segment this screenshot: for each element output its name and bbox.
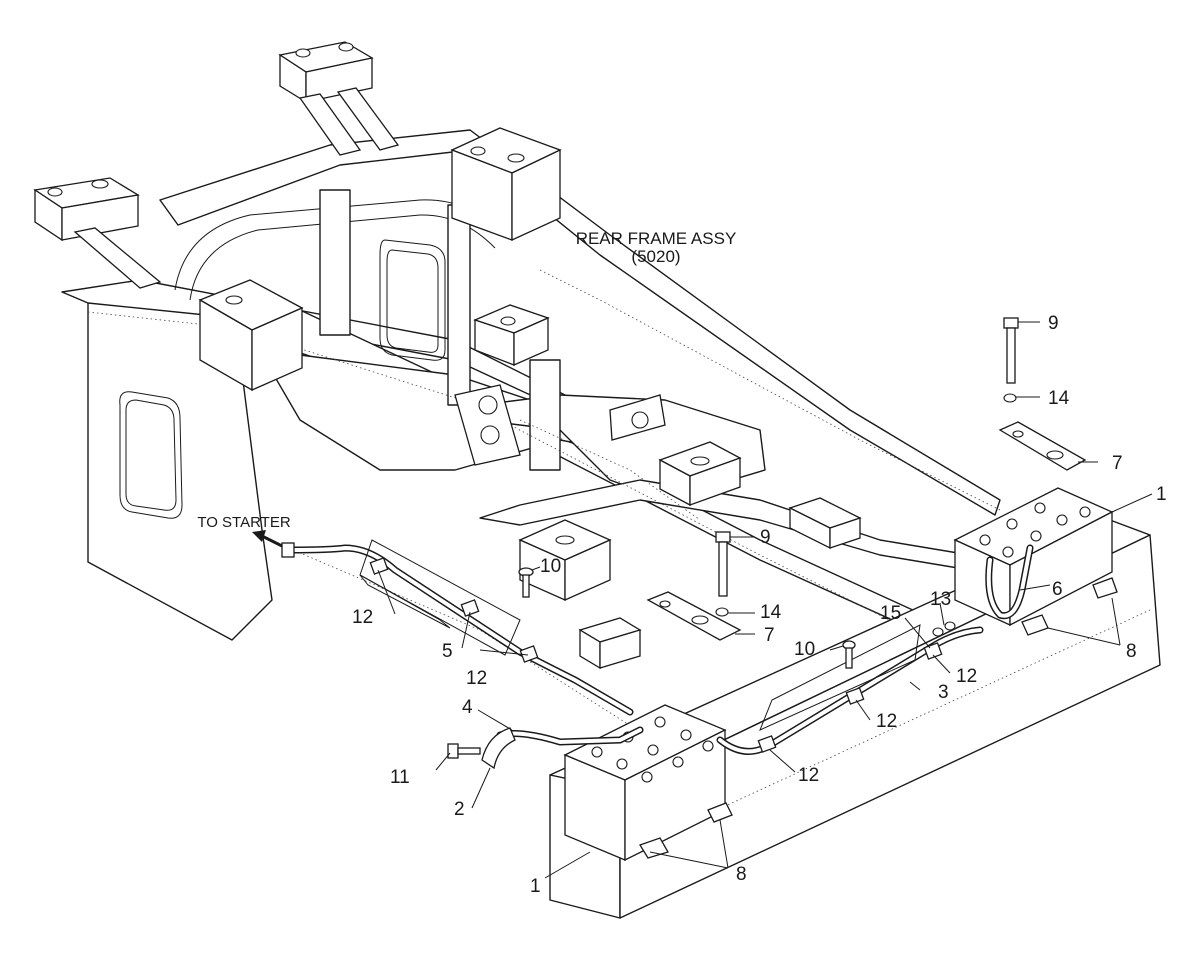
bolt-11 — [447, 743, 481, 759]
callout-8-front: 8 — [736, 864, 747, 885]
mount-pad-4 — [198, 279, 304, 392]
mount-pad-1 — [33, 177, 162, 289]
mount-pad-6 — [658, 441, 742, 507]
callout-15: 15 — [880, 603, 901, 624]
bolt-10-right — [842, 640, 856, 669]
callout-10-left: 10 — [540, 556, 561, 577]
callout-9-rear: 9 — [1048, 313, 1059, 334]
callout-7-front: 7 — [764, 625, 775, 646]
rear-frame-code-label: (5020) — [631, 247, 680, 266]
leader-lines — [377, 321, 1153, 879]
hold-down-strap-7-rear — [998, 421, 1087, 471]
bolt-9-front — [715, 531, 731, 597]
bolt-10-left — [518, 567, 534, 598]
bracket-2 — [481, 727, 516, 770]
mount-pad-5 — [473, 304, 550, 366]
frame-mounting-pads — [33, 41, 862, 670]
callout-4: 4 — [462, 697, 473, 718]
mount-pad-2 — [278, 41, 400, 156]
callout-12-c: 12 — [956, 666, 977, 687]
callout-14-front: 14 — [760, 602, 782, 623]
washer-14-front — [715, 607, 729, 617]
callout-10-right: 10 — [794, 639, 815, 660]
callout-12-e: 12 — [798, 765, 819, 786]
nut-13 — [932, 621, 956, 637]
callout-8-rear: 8 — [1126, 641, 1137, 662]
callout-12-d: 12 — [876, 711, 897, 732]
mount-pad-3 — [450, 127, 562, 242]
callout-7-rear: 7 — [1112, 453, 1123, 474]
mount-pad-9 — [788, 497, 862, 550]
callout-5: 5 — [442, 641, 453, 662]
battery-front — [563, 704, 727, 862]
callout-3: 3 — [938, 682, 949, 703]
tray-side-face — [619, 534, 1161, 919]
rear-frame-assembly — [61, 129, 1001, 771]
callout-13: 13 — [930, 589, 951, 610]
to-starter-arrow — [252, 530, 283, 548]
center-pivot-bracket — [454, 384, 666, 466]
rear-frame-label: REAR FRAME ASSY — [576, 229, 737, 248]
starter-terminal — [281, 542, 295, 558]
callout-1-rear: 1 — [1156, 484, 1167, 505]
bolt-9-rear — [1003, 317, 1019, 384]
hold-down-strap-7-front — [646, 591, 742, 641]
hardware — [447, 317, 1118, 859]
callout-9-front: 9 — [760, 527, 771, 548]
mount-pad-8 — [578, 617, 642, 670]
to-starter-label: TO STARTER — [197, 514, 291, 531]
cable-clamps — [369, 557, 943, 753]
washer-14-rear — [1003, 393, 1017, 403]
callout-12-b: 12 — [466, 668, 487, 689]
callout-14-rear: 14 — [1048, 388, 1070, 409]
frame-upper-cross-member — [159, 129, 1001, 516]
callout-6: 6 — [1052, 579, 1063, 600]
callout-1-front: 1 — [530, 876, 541, 897]
battery-foot-8b — [707, 802, 733, 823]
battery-foot-8d — [1092, 577, 1118, 599]
callout-11: 11 — [390, 767, 410, 788]
callout-numbers: 1 1 2 3 4 5 6 7 7 8 8 9 9 10 10 11 12 12… — [352, 313, 1167, 897]
callout-2: 2 — [454, 799, 465, 820]
battery-foot-8a — [639, 837, 669, 859]
callout-12-a: 12 — [352, 607, 373, 628]
cable-guard-plates — [359, 539, 921, 731]
mount-pad-7 — [518, 519, 612, 602]
